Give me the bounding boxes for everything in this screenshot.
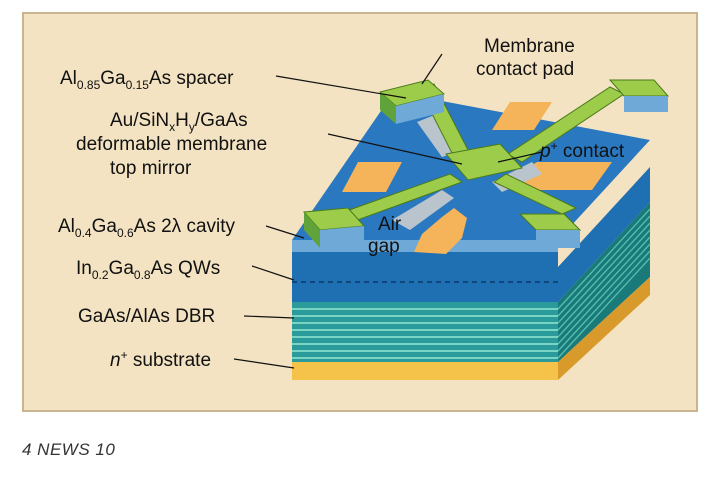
label-contact-pad-line2: contact pad [476, 59, 574, 80]
corner-pad-front-left [302, 207, 366, 248]
corner-pad-top-left [378, 79, 446, 124]
corner-pad-front-right [518, 213, 582, 248]
front-face-dbr [292, 302, 558, 362]
label-membrane-line3: top mirror [110, 158, 192, 179]
electrode-pad-front [414, 208, 467, 254]
label-contact-pad-line1: Membrane [484, 36, 575, 57]
label-p-contact: p+ contact [539, 139, 625, 162]
side-face-cavity [558, 167, 650, 302]
label-spacer: Al0.85Ga0.15As spacer [60, 68, 234, 92]
label-substrate: n+ substrate [110, 348, 211, 371]
electrode-pad-top-right [492, 102, 552, 130]
front-face-substrate [292, 362, 558, 380]
corner-pad-top-right [608, 79, 670, 112]
side-face-dbr-stripes [557, 208, 651, 359]
label-dbr: GaAs/AlAs DBR [78, 306, 215, 327]
leader-lines [233, 53, 543, 369]
label-qws: In0.2Ga0.8As QWs [76, 258, 220, 282]
electrode-pad-left [342, 162, 402, 192]
side-face-dbr [558, 202, 650, 362]
label-air-gap-line2: gap [368, 236, 400, 257]
label-membrane-line2: deformable membrane [76, 134, 267, 155]
diagram-frame: Al0.85Ga0.15As spacer Au/SiNxHy/GaAs def… [22, 12, 698, 412]
p-contact-trace-3 [392, 190, 454, 230]
front-face-dbr-stripes [292, 308, 558, 359]
label-cavity: Al0.4Ga0.6As 2λ cavity [58, 216, 236, 240]
vcsel-structure-diagram: Al0.85Ga0.15As spacer Au/SiNxHy/GaAs def… [22, 12, 698, 412]
figure-caption: 4 NEWS 10 [22, 440, 116, 459]
front-face-cavity [292, 252, 558, 302]
label-air-gap-line1: Air [378, 214, 402, 235]
membrane-center [445, 143, 523, 181]
side-face-substrate [558, 277, 650, 380]
label-membrane-line1: Au/SiNxHy/GaAs [110, 110, 248, 134]
